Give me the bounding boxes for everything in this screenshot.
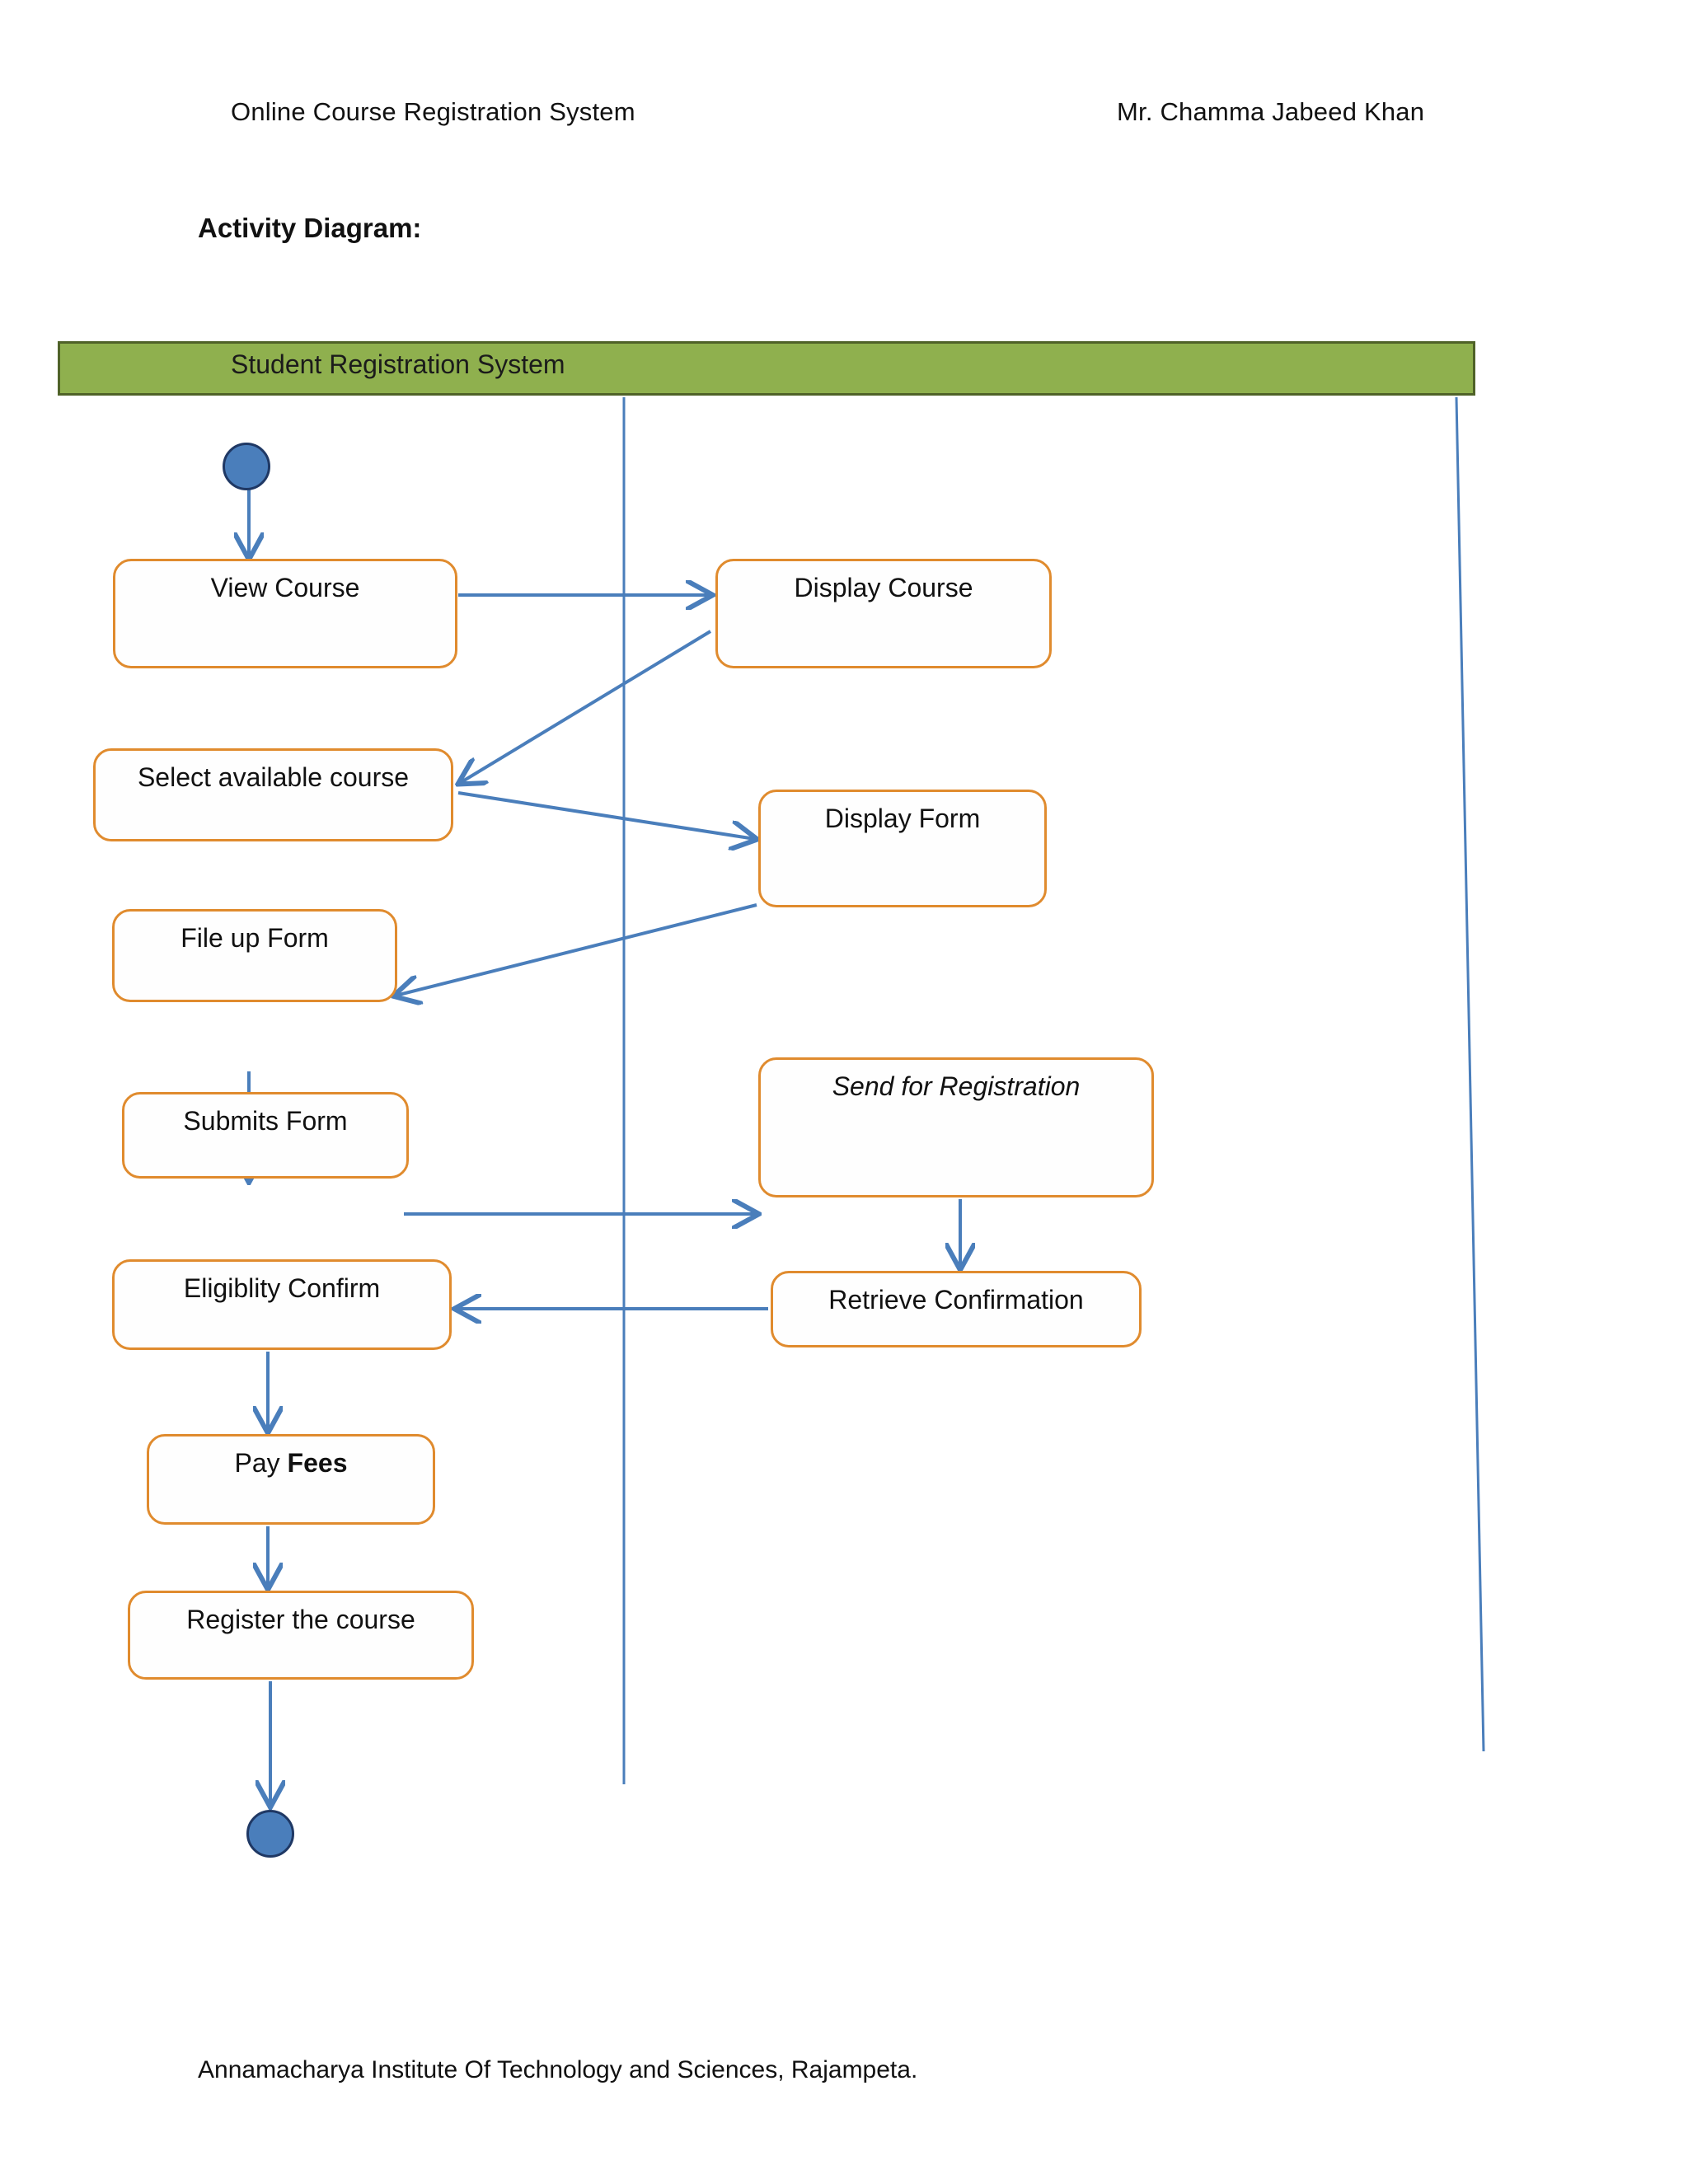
activity-label: Pay Fees [235,1436,348,1522]
flow-select-course-to-display-form [457,791,755,839]
start-node [223,443,270,490]
activity-file-up-form[interactable]: File up Form [112,909,397,1002]
flow-display-form-to-fill-up-form [396,903,757,996]
activity-register-the-course[interactable]: Register the course [128,1591,474,1680]
activity-label: Register the course [186,1605,415,1634]
activity-label: Display Form [824,804,981,833]
swimlane-divider-right [1455,396,1485,1752]
activity-label-prefix: Pay [234,1448,288,1478]
activity-pay-fees[interactable]: Pay Fees [147,1434,435,1525]
activity-label: Select available course [137,762,410,792]
document-footer: Annamacharya Institute Of Technology and… [198,2056,918,2083]
flow-display-course-to-select-course [460,630,712,783]
swimlane-title: Student Registration System [231,349,565,379]
activity-label: File up Form [181,923,329,953]
activity-display-course[interactable]: Display Course [715,559,1052,668]
activity-label: Submits Form [183,1106,348,1136]
activity-submits-form[interactable]: Submits Form [122,1092,409,1179]
activity-retrieve-confirmation[interactable]: Retrieve Confirmation [771,1271,1142,1347]
activity-label: Display Course [794,573,973,602]
activity-label: Eligiblity Confirm [183,1273,381,1303]
page-title: Activity Diagram: [198,213,422,243]
activity-display-form[interactable]: Display Form [758,790,1047,907]
document-header-right: Mr. Chamma Jabeed Khan [1117,97,1425,126]
document-header-left: Online Course Registration System [231,97,635,126]
activity-label: View Course [210,573,360,602]
activity-label: Retrieve Confirmation [828,1285,1084,1315]
activity-select-available-course[interactable]: Select available course [93,748,453,841]
swimlane-header-bar [58,341,1475,396]
activity-send-for-registration[interactable]: Send for Registration [758,1057,1154,1197]
activity-label: Send for Registration [832,1071,1081,1101]
activity-view-course[interactable]: View Course [113,559,457,668]
activity-eligiblity-confirm[interactable]: Eligiblity Confirm [112,1259,452,1350]
activity-label-emphasis: Fees [287,1448,348,1478]
end-node [246,1810,294,1858]
